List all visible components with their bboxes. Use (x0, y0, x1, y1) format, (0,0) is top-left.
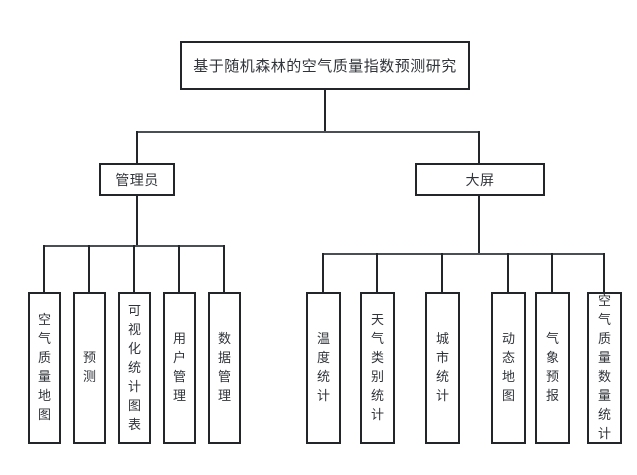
root-node[interactable]: 基于随机森林的空气质量指数预测研究 (180, 41, 470, 90)
leaf-drop-admin-branch-3 (178, 245, 180, 292)
branch-stem-bigscreen-branch (478, 196, 480, 253)
leaf-drop-admin-branch-0 (43, 245, 45, 292)
branch-node-admin-branch[interactable]: 管理员 (99, 163, 175, 196)
leaf-node-bigscreen-branch-3-label: 动态地图 (501, 332, 515, 404)
leaf-node-admin-branch-0[interactable]: 空气质量地图 (28, 292, 61, 444)
root-node-label: 基于随机森林的空气质量指数预测研究 (193, 57, 457, 75)
leaf-drop-admin-branch-4 (223, 245, 225, 292)
leaf-node-admin-branch-3[interactable]: 用户管理 (163, 292, 196, 444)
branch-drop-connector-0 (136, 131, 138, 163)
leaf-drop-bigscreen-branch-2 (441, 253, 443, 292)
branch-node-admin-branch-label: 管理员 (115, 172, 159, 189)
leaf-node-bigscreen-branch-5[interactable]: 空气质量数量统计 (587, 292, 622, 444)
leaf-drop-bigscreen-branch-4 (551, 253, 553, 292)
leaf-node-admin-branch-1-label: 预测 (82, 351, 96, 385)
branch-drop-connector-1 (478, 131, 480, 163)
leaf-drop-bigscreen-branch-3 (507, 253, 509, 292)
root-bus-connector (137, 131, 479, 133)
leaf-node-admin-branch-3-label: 用户管理 (172, 332, 186, 404)
leaf-node-admin-branch-4[interactable]: 数据管理 (208, 292, 241, 444)
leaf-node-bigscreen-branch-0-label: 温度统计 (316, 332, 330, 404)
branch-stem-admin-branch (136, 196, 138, 245)
leaf-node-bigscreen-branch-4-label: 气象预报 (545, 332, 559, 404)
leaf-drop-admin-branch-2 (133, 245, 135, 292)
branch-node-bigscreen-branch-label: 大屏 (465, 172, 495, 189)
leaf-node-admin-branch-2[interactable]: 可视化统计图表 (118, 292, 151, 444)
leaf-bus-bigscreen-branch (323, 253, 604, 255)
leaf-node-bigscreen-branch-4[interactable]: 气象预报 (535, 292, 570, 444)
leaf-node-admin-branch-1[interactable]: 预测 (73, 292, 106, 444)
leaf-node-admin-branch-0-label: 空气质量地图 (37, 313, 51, 423)
leaf-drop-bigscreen-branch-0 (322, 253, 324, 292)
leaf-node-bigscreen-branch-2[interactable]: 城市统计 (425, 292, 460, 444)
branch-node-bigscreen-branch[interactable]: 大屏 (415, 163, 545, 196)
leaf-drop-bigscreen-branch-1 (376, 253, 378, 292)
leaf-node-bigscreen-branch-2-label: 城市统计 (435, 332, 449, 404)
leaf-node-admin-branch-2-label: 可视化统计图表 (127, 303, 141, 433)
leaf-drop-admin-branch-1 (88, 245, 90, 292)
leaf-node-bigscreen-branch-5-label: 空气质量数量统计 (597, 294, 611, 442)
root-stem-connector (324, 90, 326, 131)
leaf-node-bigscreen-branch-1-label: 天气类别统计 (370, 313, 384, 423)
leaf-node-bigscreen-branch-0[interactable]: 温度统计 (306, 292, 341, 444)
leaf-node-bigscreen-branch-3[interactable]: 动态地图 (491, 292, 526, 444)
leaf-node-admin-branch-4-label: 数据管理 (217, 332, 231, 404)
leaf-node-bigscreen-branch-1[interactable]: 天气类别统计 (360, 292, 395, 444)
leaf-drop-bigscreen-branch-5 (603, 253, 605, 292)
